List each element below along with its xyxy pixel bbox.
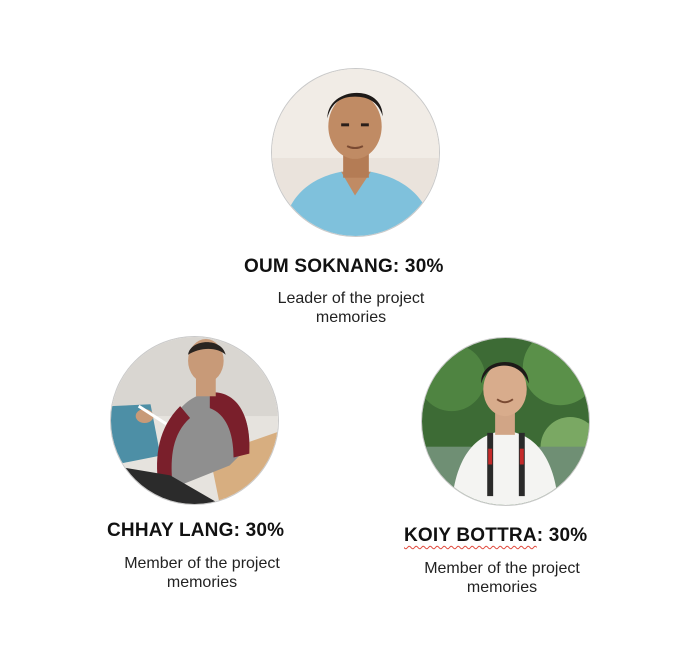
avatar-oum-soknang xyxy=(271,68,440,237)
name-text: KOIY BOTTRA xyxy=(404,525,537,546)
name-text: OUM SOKNANG xyxy=(244,256,393,277)
member-role-chhay-lang: Member of the project memories xyxy=(102,554,302,592)
portrait-photo-icon xyxy=(111,337,278,504)
role-line: memories xyxy=(166,574,238,591)
member-name-oum-soknang: OUM SOKNANG: 30% xyxy=(244,256,444,278)
member-name-chhay-lang: CHHAY LANG: 30% xyxy=(107,520,284,542)
role-line: memories xyxy=(466,579,538,596)
role-line: Member of the project xyxy=(124,555,280,572)
role-line: Member of the project xyxy=(424,560,580,577)
avatar-koiy-bottra xyxy=(421,337,590,506)
portrait-photo-icon xyxy=(272,69,439,236)
percent-text: : 30% xyxy=(233,520,285,541)
percent-text: : 30% xyxy=(536,525,588,546)
member-role-koiy-bottra: Member of the project memories xyxy=(402,559,602,597)
role-line: Leader of the project xyxy=(277,290,425,307)
percent-text: : 30% xyxy=(392,256,444,277)
name-text: CHHAY LANG xyxy=(107,520,234,541)
member-role-oum-soknang: Leader of the project memories xyxy=(251,289,451,327)
member-name-koiy-bottra: KOIY BOTTRA: 30% xyxy=(404,525,587,547)
portrait-photo-icon xyxy=(422,338,589,505)
avatar-chhay-lang xyxy=(110,336,279,505)
role-line: memories xyxy=(315,309,387,326)
